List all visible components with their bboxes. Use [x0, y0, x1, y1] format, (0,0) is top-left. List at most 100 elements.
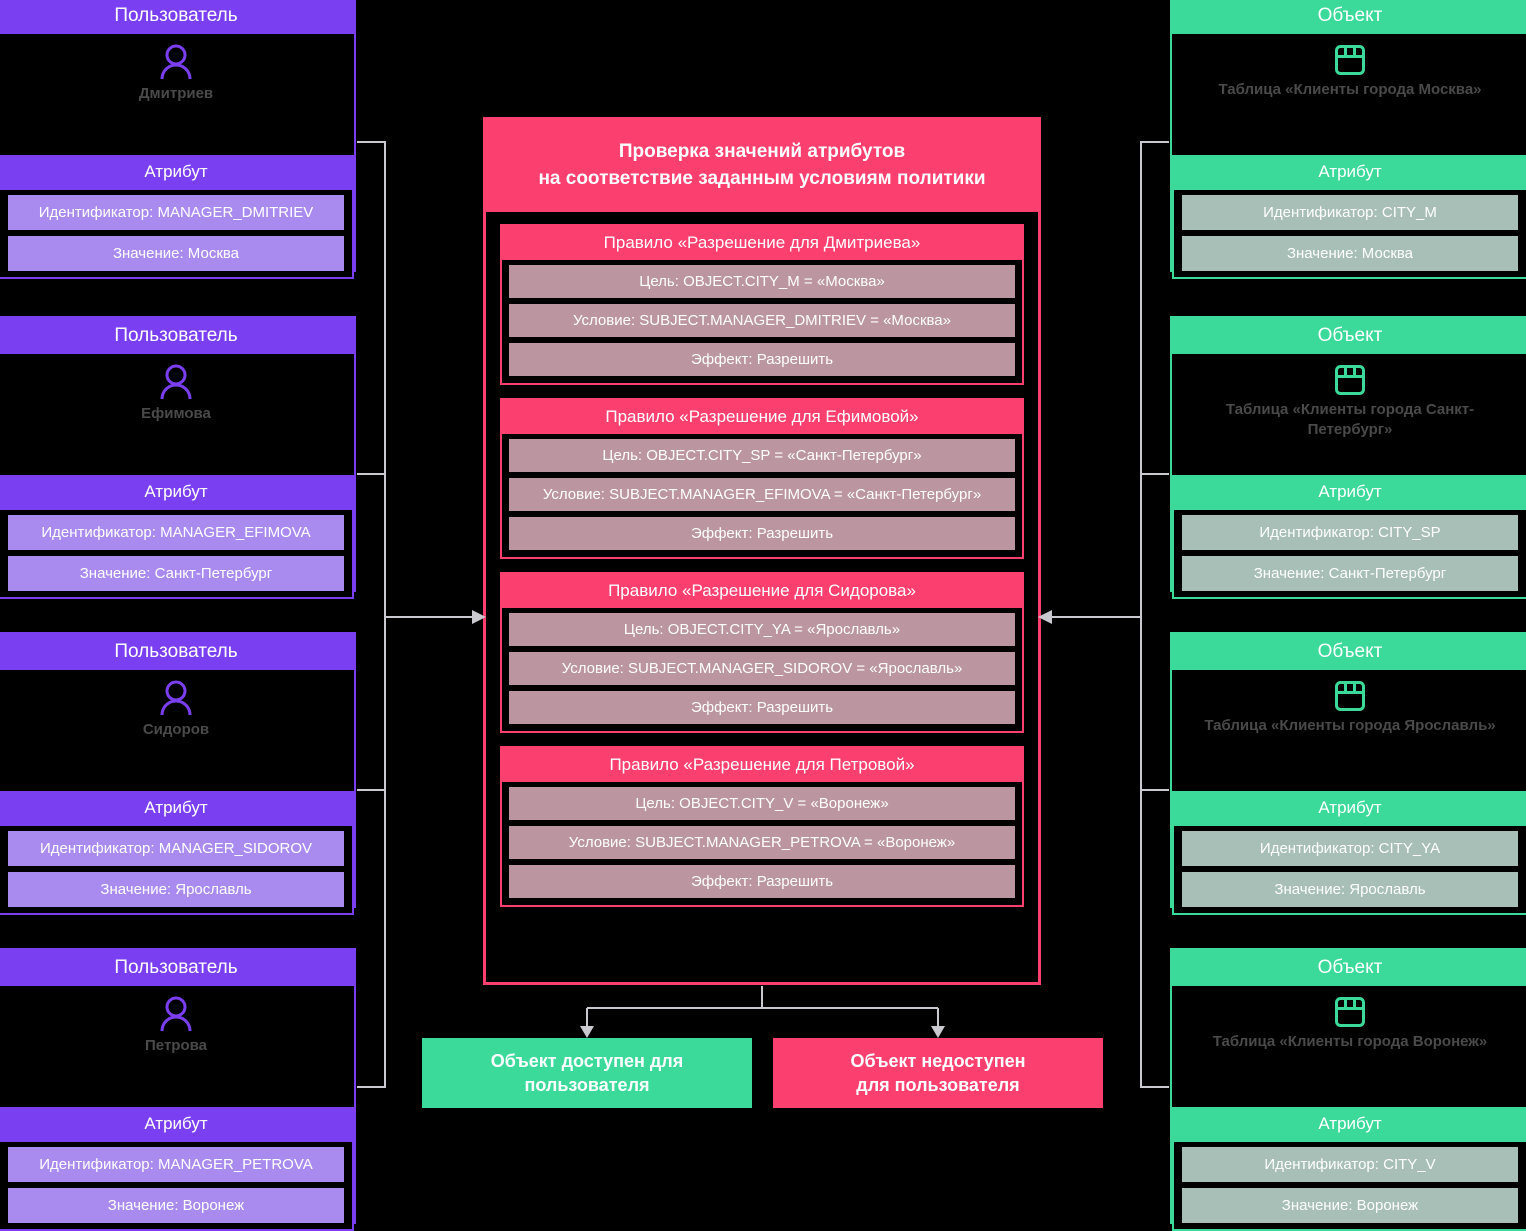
object-attribute-header: Атрибут — [1172, 1107, 1526, 1140]
object-card-saint-petersburg[interactable]: Объект Таблица «Клиенты города Санкт-Пет… — [1170, 316, 1526, 599]
object-name: Таблица «Клиенты города Москва» — [1218, 81, 1482, 98]
rule-title: Правило «Разрешение для Сидорова» — [502, 574, 1022, 608]
user-card-body: Сидоров — [0, 670, 354, 791]
object-card-header: Объект — [1172, 318, 1526, 354]
user-attribute-value: Значение: Воронеж — [8, 1188, 344, 1223]
object-attribute-identifier: Идентификатор: CITY_SP — [1182, 515, 1518, 550]
rule-target: Цель: OBJECT.CITY_M = «Москва» — [509, 265, 1015, 298]
object-card-header: Объект — [1172, 634, 1526, 670]
object-name: Таблица «Клиенты города Ярославль» — [1204, 717, 1496, 734]
rule-rows: Цель: OBJECT.CITY_SP = «Санкт-Петербург»… — [502, 434, 1022, 557]
user-card-body: Ефимова — [0, 354, 354, 475]
outcome-allowed[interactable]: Объект доступен для пользователя — [422, 1038, 752, 1108]
object-card-yaroslavl[interactable]: Объект Таблица «Клиенты города Ярославль… — [1170, 632, 1526, 915]
policy-title: Проверка значений атрибутов на соответст… — [486, 120, 1038, 212]
object-name: Таблица «Клиенты города Воронеж» — [1212, 1033, 1488, 1050]
user-attribute-header: Атрибут — [0, 475, 354, 508]
object-attribute-header: Атрибут — [1172, 155, 1526, 188]
object-card-header: Объект — [1172, 950, 1526, 986]
user-card-header: Пользователь — [0, 0, 354, 34]
user-card-header: Пользователь — [0, 950, 354, 986]
user-card-body: Дмитриев — [0, 34, 354, 155]
user-attribute-identifier: Идентификатор: MANAGER_SIDOROV — [8, 831, 344, 866]
rule-target: Цель: OBJECT.CITY_SP = «Санкт-Петербург» — [509, 439, 1015, 472]
policy-title-line-2: на соответствие заданным условиям полити… — [538, 168, 986, 189]
object-attribute-value: Значение: Москва — [1182, 236, 1518, 271]
user-card-dmitriev[interactable]: Пользователь Дмитриев Атрибут Идентифика… — [0, 0, 356, 279]
user-attribute-value: Значение: Москва — [8, 236, 344, 271]
user-icon — [0, 996, 354, 1032]
outcome-denied-line-2: для пользователя — [856, 1075, 1020, 1095]
user-name: Сидоров — [142, 721, 210, 738]
user-name: Дмитриев — [138, 85, 214, 102]
object-attribute-value: Значение: Воронеж — [1182, 1188, 1518, 1223]
rule-effect: Эффект: Разрешить — [509, 691, 1015, 724]
policy-title-line-1: Проверка значений атрибутов — [618, 141, 906, 162]
rule-condition: Условие: SUBJECT.MANAGER_DMITRIEV = «Мос… — [509, 304, 1015, 337]
rule-title: Правило «Разрешение для Ефимовой» — [502, 400, 1022, 434]
object-card-body: Таблица «Клиенты города Воронеж» — [1172, 986, 1526, 1107]
user-attribute-rows: Идентификатор: MANAGER_DMITRIEV Значение… — [0, 188, 354, 279]
object-attribute-header: Атрибут — [1172, 475, 1526, 508]
outcome-allowed-line-2: пользователя — [524, 1075, 650, 1095]
object-attribute-identifier: Идентификатор: CITY_M — [1182, 195, 1518, 230]
user-card-efimova[interactable]: Пользователь Ефимова Атрибут Идентификат… — [0, 316, 356, 599]
user-attribute-rows: Идентификатор: MANAGER_SIDOROV Значение:… — [0, 824, 354, 915]
rule-condition: Условие: SUBJECT.MANAGER_PETROVA = «Воро… — [509, 826, 1015, 859]
user-card-sidorov[interactable]: Пользователь Сидоров Атрибут Идентификат… — [0, 632, 356, 915]
rule-rows: Цель: OBJECT.CITY_M = «Москва» Условие: … — [502, 260, 1022, 383]
user-name: Ефимова — [141, 405, 211, 422]
rule-condition: Условие: SUBJECT.MANAGER_EFIMOVA = «Санк… — [509, 478, 1015, 511]
object-attribute-header: Атрибут — [1172, 791, 1526, 824]
outcome-allowed-line-1: Объект доступен для — [490, 1051, 684, 1071]
user-attribute-identifier: Идентификатор: MANAGER_EFIMOVA — [8, 515, 344, 550]
rule-card-dmitriev[interactable]: Правило «Разрешение для Дмитриева» Цель:… — [500, 224, 1024, 385]
object-attribute-rows: Идентификатор: CITY_M Значение: Москва — [1172, 188, 1526, 279]
object-attribute-rows: Идентификатор: CITY_SP Значение: Санкт-П… — [1172, 508, 1526, 599]
user-attribute-identifier: Идентификатор: MANAGER_PETROVA — [8, 1147, 344, 1182]
rule-target: Цель: OBJECT.CITY_YA = «Ярославль» — [509, 613, 1015, 646]
user-attribute-value: Значение: Санкт-Петербург — [8, 556, 344, 591]
object-name: Таблица «Клиенты города Санкт-Петербург» — [1225, 401, 1475, 438]
user-card-petrova[interactable]: Пользователь Петрова Атрибут Идентификат… — [0, 948, 356, 1231]
outcome-denied-line-1: Объект недоступен — [850, 1051, 1026, 1071]
policy-rules-list: Правило «Разрешение для Дмитриева» Цель:… — [486, 212, 1038, 919]
table-icon — [1172, 364, 1526, 396]
user-card-header: Пользователь — [0, 318, 354, 354]
rule-card-efimova[interactable]: Правило «Разрешение для Ефимовой» Цель: … — [500, 398, 1024, 559]
user-icon — [0, 680, 354, 716]
user-attribute-header: Атрибут — [0, 155, 354, 188]
object-card-body: Таблица «Клиенты города Ярославль» — [1172, 670, 1526, 791]
user-icon — [0, 364, 354, 400]
user-attribute-rows: Идентификатор: MANAGER_EFIMOVA Значение:… — [0, 508, 354, 599]
policy-evaluation-box: Проверка значений атрибутов на соответст… — [483, 117, 1041, 985]
rule-rows: Цель: OBJECT.CITY_YA = «Ярославль» Услов… — [502, 608, 1022, 731]
rule-title: Правило «Разрешение для Дмитриева» — [502, 226, 1022, 260]
user-name: Петрова — [145, 1037, 207, 1054]
outcome-denied[interactable]: Объект недоступен для пользователя — [773, 1038, 1103, 1108]
user-icon — [0, 44, 354, 80]
table-icon — [1172, 680, 1526, 712]
user-attribute-rows: Идентификатор: MANAGER_PETROVA Значение:… — [0, 1140, 354, 1231]
table-icon — [1172, 996, 1526, 1028]
user-attribute-identifier: Идентификатор: MANAGER_DMITRIEV — [8, 195, 344, 230]
rule-card-sidorov[interactable]: Правило «Разрешение для Сидорова» Цель: … — [500, 572, 1024, 733]
user-card-body: Петрова — [0, 986, 354, 1107]
user-attribute-header: Атрибут — [0, 791, 354, 824]
rule-title: Правило «Разрешение для Петровой» — [502, 748, 1022, 782]
object-card-body: Таблица «Клиенты города Москва» — [1172, 34, 1526, 155]
user-card-header: Пользователь — [0, 634, 354, 670]
rule-effect: Эффект: Разрешить — [509, 517, 1015, 550]
object-attribute-value: Значение: Ярославль — [1182, 872, 1518, 907]
user-attribute-value: Значение: Ярославль — [8, 872, 344, 907]
rule-card-petrova[interactable]: Правило «Разрешение для Петровой» Цель: … — [500, 746, 1024, 907]
object-card-moscow[interactable]: Объект Таблица «Клиенты города Москва» А… — [1170, 0, 1526, 279]
rule-effect: Эффект: Разрешить — [509, 865, 1015, 898]
object-attribute-rows: Идентификатор: CITY_YA Значение: Ярослав… — [1172, 824, 1526, 915]
user-attribute-header: Атрибут — [0, 1107, 354, 1140]
object-card-voronezh[interactable]: Объект Таблица «Клиенты города Воронеж» … — [1170, 948, 1526, 1231]
table-icon — [1172, 44, 1526, 76]
rule-rows: Цель: OBJECT.CITY_V = «Воронеж» Условие:… — [502, 782, 1022, 905]
